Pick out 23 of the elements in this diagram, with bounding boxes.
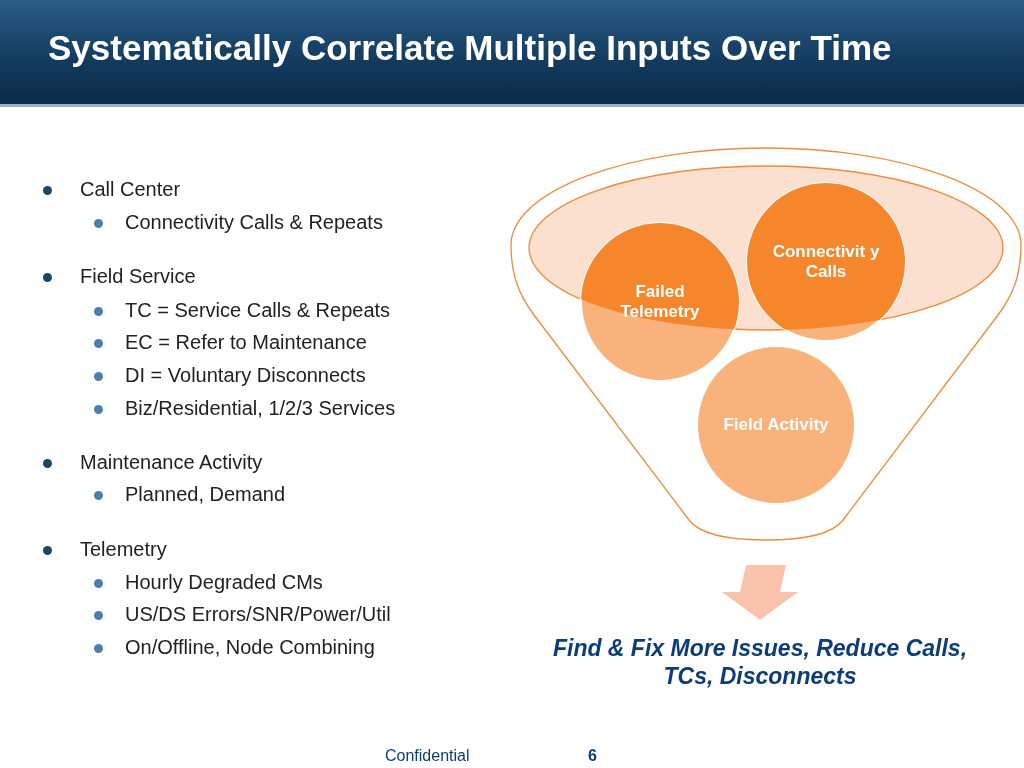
outcome-text: Find & Fix More Issues, Reduce Calls, TCs, Disconnects <box>552 635 968 689</box>
input-circle <box>746 182 906 342</box>
footer-text: Confidential <box>385 747 470 765</box>
bullet-text: Hourly Degraded CMs <box>125 571 323 594</box>
input-circle <box>696 345 856 505</box>
bullet-text: On/Offline, Node Combining <box>125 636 375 659</box>
circle-label: Field Activity <box>723 415 829 435</box>
block-arrow <box>722 565 798 620</box>
page-number: 6 <box>588 747 597 765</box>
bullet-text: Call Center <box>80 178 181 201</box>
bullet-text: Biz/Residential, 1/2/3 Services <box>125 397 396 420</box>
bullet-text: TC = Service Calls & Repeats <box>125 299 391 322</box>
bullet-text: Maintenance Activity <box>80 451 263 474</box>
circle-label: Failed Telemetry <box>619 282 701 322</box>
bullet-text: EC = Refer to Maintenance <box>125 331 367 354</box>
bullet-text: US/DS Errors/SNR/Power/Util <box>125 603 391 626</box>
slide-title: Systematically Correlate Multiple Inputs Over Time <box>48 28 892 68</box>
bullet-text: Connectivity Calls & Repeats <box>125 211 383 234</box>
circle-label: Connectivit y Calls <box>771 242 881 282</box>
bullet-text: Telemetry <box>80 538 167 561</box>
bullet-text: DI = Voluntary Disconnects <box>125 364 366 387</box>
bullet-text: Planned, Demand <box>125 483 286 506</box>
bullet-text: Field Service <box>80 265 196 288</box>
